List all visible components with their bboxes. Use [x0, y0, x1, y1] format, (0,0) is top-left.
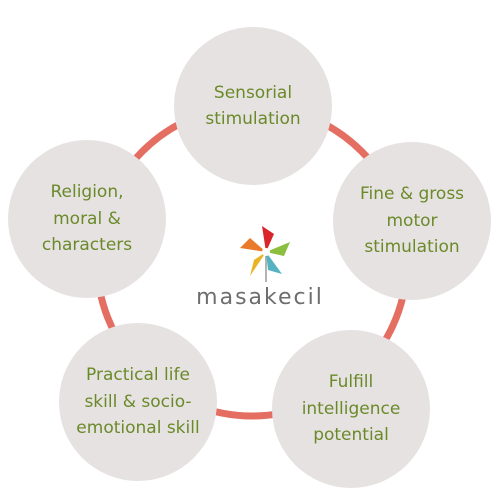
pinwheel-blade-green [266, 242, 290, 256]
node-label: Sensorial stimulation [205, 82, 301, 129]
node-fulfill-intelligence: Fulfill intelligence potential [272, 330, 430, 488]
node-religion-moral: Religion, moral & characters [8, 140, 166, 298]
pinwheel-icon [240, 226, 290, 282]
pinwheel-hub [262, 248, 270, 256]
pinwheel-blade-red [262, 226, 274, 252]
pinwheel-blade-orange [240, 238, 266, 252]
node-label: Religion, moral & characters [41, 182, 133, 256]
node-practical-life-skill: Practical life skill & socio- emotional … [59, 323, 217, 481]
pinwheel-blade-teal [266, 252, 282, 274]
node-label: Fulfill intelligence potential [301, 372, 401, 446]
pinwheel-blade-yellow [250, 252, 266, 276]
node-label: Fine & gross motor stimulation [359, 184, 465, 258]
brand-wordmark: masakecil [196, 285, 324, 310]
node-label: Practical life skill & socio- emotional … [76, 365, 200, 439]
node-fine-gross-motor: Fine & gross motor stimulation [333, 142, 491, 300]
node-sensorial-stimulation: Sensorial stimulation [174, 27, 332, 185]
